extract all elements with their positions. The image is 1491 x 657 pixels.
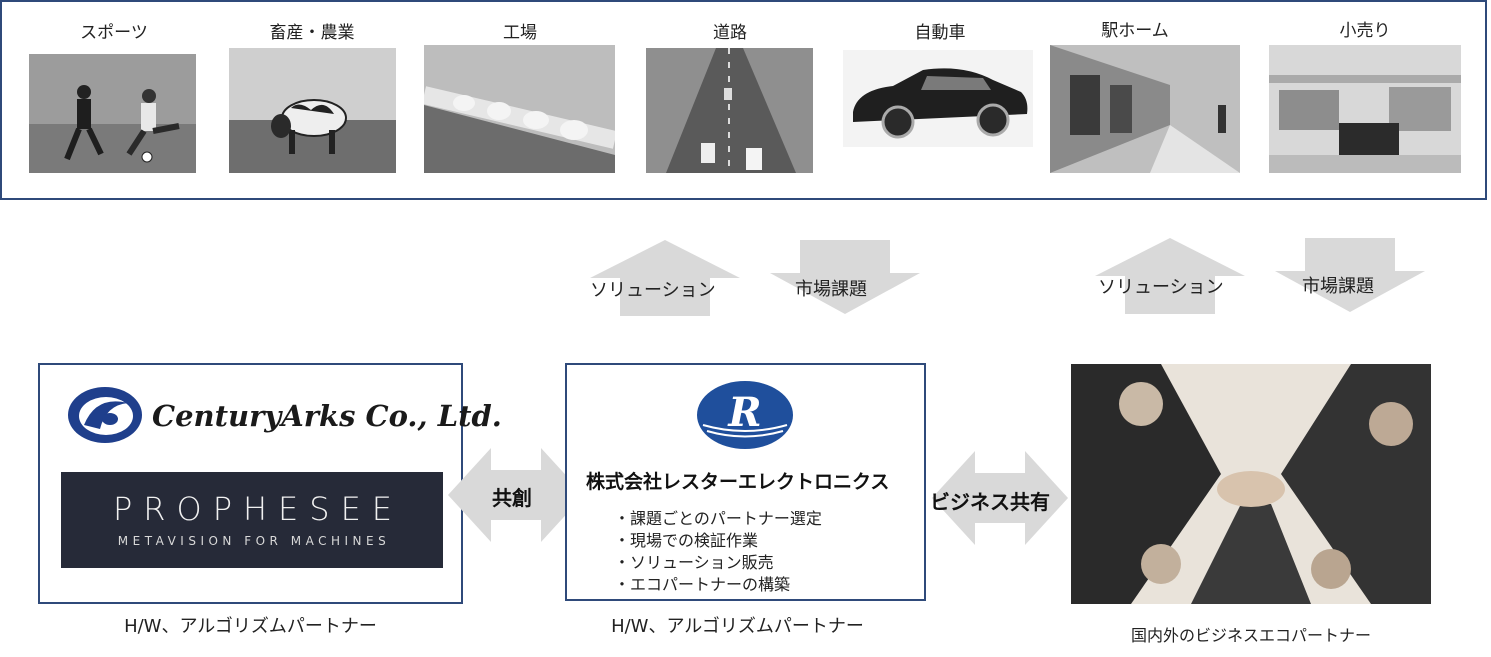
business-share-double-arrow-icon [932,451,1068,545]
soccer-photo-icon [29,54,196,173]
centuryarks-name: CenturyArks Co., Ltd. [152,399,502,433]
car-photo-icon [843,50,1033,147]
centuryarks-logo-icon [68,387,142,443]
left-box-caption: H/W、アルゴリズムパートナー [124,616,377,637]
teamwork-hands-photo-icon [1071,364,1431,604]
factory-conveyor-photo-icon [424,45,615,173]
retail-store-photo-icon [1269,45,1461,173]
industry-label-station: 駅ホーム [1101,21,1169,41]
industry-label-agriculture: 畜産・農業 [269,23,355,43]
industry-label-car: 自動車 [914,23,966,43]
cocreation-label: 共創 [492,486,532,510]
rester-company-name: 株式会社レスターエレクトロニクス [586,471,890,493]
industry-label-retail: 小売り [1339,21,1391,41]
industry-label-factory: 工場 [503,23,537,43]
rester-logo-letter: R [727,389,761,436]
center-market-issue-label: 市場課題 [795,279,867,300]
right-solution-label: ソリューション [1098,277,1224,298]
list-item: ・エコパートナーの構築 [614,575,791,594]
prophesee-tagline: METAVISION FOR MACHINES [117,534,391,548]
solution-up-arrow-icon [1095,238,1245,314]
business-share-label: ビジネス共有 [930,490,1050,514]
prophesee-name: PROPHESEE [112,490,404,528]
cow-photo-icon [229,48,396,173]
rester-logo-icon: R [697,381,793,449]
right-market-issue-label: 市場課題 [1302,276,1374,297]
industry-label-sports: スポーツ [80,23,148,43]
right-flow-arrows [1095,238,1425,314]
rester-role-list: ・課題ごとのパートナー選定 ・現場での検証作業 ・ソリューション販売 ・エコパー… [614,508,822,596]
prophesee-logo-block: PROPHESEE METAVISION FOR MACHINES [61,472,443,568]
list-item: ・現場での検証作業 [614,531,759,550]
solution-up-arrow-icon [590,240,740,316]
industry-label-road: 道路 [713,23,747,43]
center-box-caption: H/W、アルゴリズムパートナー [611,616,864,637]
industry-panel [0,0,1487,200]
market-issue-down-arrow-icon [1275,238,1425,312]
right-box-caption: 国内外のビジネスエコパートナー [1130,626,1371,645]
cocreation-double-arrow-icon [448,448,584,542]
list-item: ・課題ごとのパートナー選定 [614,509,822,528]
center-solution-label: ソリューション [590,280,716,301]
market-issue-down-arrow-icon [770,240,920,314]
train-platform-photo-icon [1050,45,1240,173]
center-flow-arrows [590,240,920,316]
highway-photo-icon [646,48,813,173]
list-item: ・ソリューション販売 [614,553,774,572]
